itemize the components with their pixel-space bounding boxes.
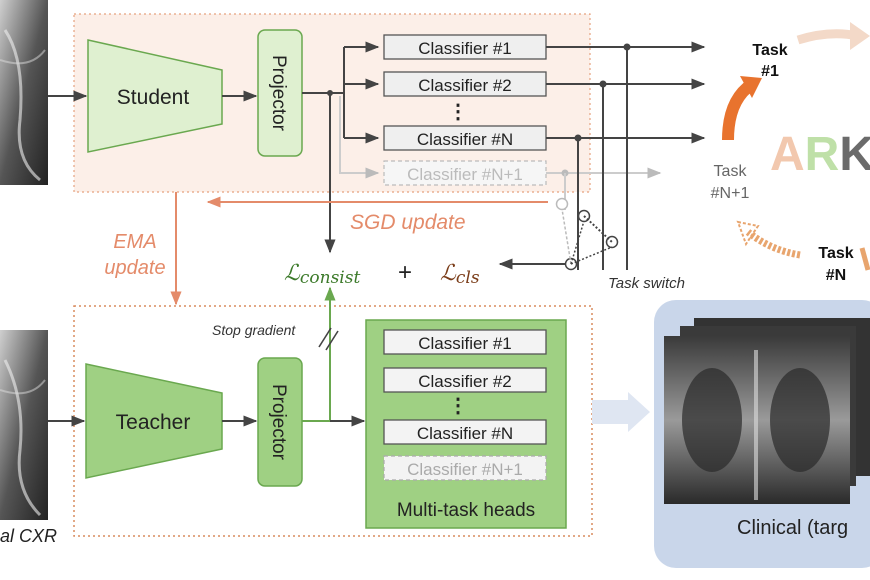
ema-update-label-line1: EMA [113, 231, 156, 253]
student-classifier-N1: Classifier #N+1 [383, 160, 547, 186]
teacher-classifier-N1-label: Classifier #N+1 [407, 460, 523, 479]
consist-loss: ℒconsist [284, 261, 360, 288]
multi-task-heads-label: Multi-task heads [397, 500, 535, 521]
taskN-label-line2: #N [826, 267, 846, 284]
consist-loss-symbol: ℒ [284, 261, 301, 286]
student-encoder-block [87, 39, 223, 153]
cycle-arrow-left [722, 79, 756, 141]
ark-title-a: A [770, 128, 805, 181]
sgd-update-label: SGD update [350, 211, 466, 234]
input-cxr-image-bottom [0, 330, 48, 520]
teacher-ellipsis: ⋮ [448, 395, 468, 417]
student-classifier-2-label: Classifier #2 [418, 76, 512, 95]
student-projector-label: Projector [268, 55, 289, 132]
student-classifier-1: Classifier #1 [383, 34, 547, 60]
student-classifier-N-label: Classifier #N [417, 130, 513, 149]
loss-plus: + [398, 259, 412, 286]
teacher-classifier-N1: Classifier #N+1 [383, 455, 547, 481]
ark-title-r: R [805, 128, 840, 181]
task1-label-line1: Task [752, 42, 787, 59]
student-ellipsis: ⋮ [448, 101, 468, 123]
cxr-caption: al CXR [0, 526, 57, 546]
clinical-xray-stack [664, 318, 870, 504]
teacher-classifier-1: Classifier #1 [383, 329, 547, 355]
teacher-classifier-N-label: Classifier #N [417, 424, 513, 443]
cycle-arrow-top [796, 29, 859, 45]
cls-loss: ℒcls [440, 261, 480, 288]
cls-loss-symbol: ℒ [440, 261, 457, 286]
taskN1-label-line1: Task [714, 163, 748, 180]
consist-loss-subscript: consist [300, 268, 361, 288]
teacher-classifier-2-label: Classifier #2 [418, 372, 512, 391]
clinical-label: Clinical (targ [737, 517, 848, 539]
stop-gradient-label: Stop gradient [212, 322, 296, 338]
input-cxr-image-top [0, 0, 48, 185]
student-classifier-N1-label: Classifier #N+1 [407, 165, 523, 184]
student-encoder-label: Student [117, 86, 190, 109]
teacher-classifier-N: Classifier #N [383, 419, 547, 445]
ark-title-k: K [839, 128, 870, 181]
task1-label-line2: #1 [761, 63, 779, 80]
student-classifier-1-label: Classifier #1 [418, 39, 512, 58]
ark-title: ARK [770, 128, 870, 181]
teacher-classifier-2: Classifier #2 [383, 367, 547, 393]
teacher-projector-label: Projector [268, 384, 289, 461]
cls-loss-subscript: cls [456, 268, 480, 288]
teacher-classifier-1-label: Classifier #1 [418, 334, 512, 353]
taskN-label-line1: Task [818, 245, 853, 262]
taskN1-label-line2: #N+1 [711, 185, 750, 202]
task-switch-label: Task switch [608, 275, 685, 292]
task-switch [498, 197, 619, 271]
cycle-arrow-bottom [745, 229, 801, 259]
ema-update-label-line2: update [104, 257, 165, 279]
student-classifier-2: Classifier #2 [383, 71, 547, 97]
student-classifier-N: Classifier #N [383, 125, 547, 151]
teacher-encoder-block [85, 363, 223, 479]
deploy-arrow [592, 392, 650, 432]
teacher-encoder-label: Teacher [116, 411, 191, 434]
